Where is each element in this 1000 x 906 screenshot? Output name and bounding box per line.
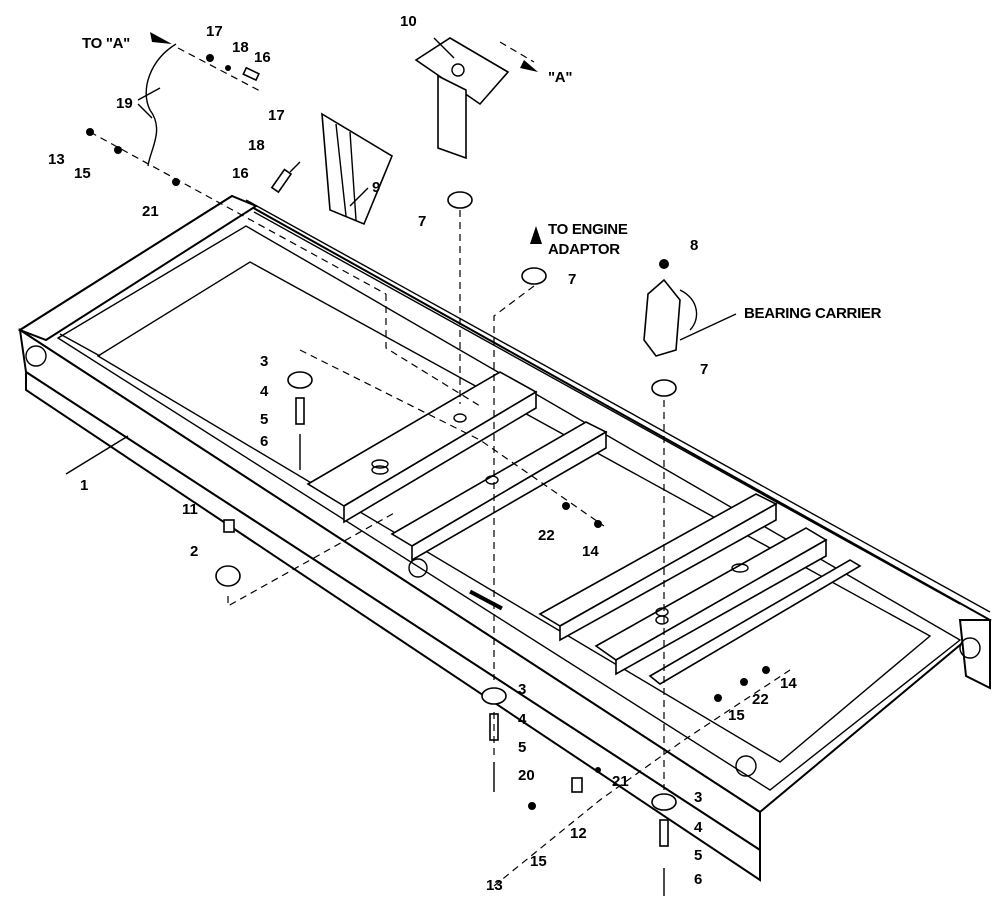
callout-18: 18 xyxy=(248,137,265,154)
callout-4: 4 xyxy=(694,819,703,836)
callout-19: 19 xyxy=(116,95,133,112)
callout-21: 21 xyxy=(142,203,159,220)
assembly-lines xyxy=(89,41,791,887)
isolators xyxy=(287,191,677,811)
callout-7: 7 xyxy=(700,361,708,378)
to-engine-label: TO ENGINE xyxy=(548,221,628,238)
callout-15: 15 xyxy=(728,707,745,724)
callout-13: 13 xyxy=(48,151,65,168)
callout-6: 6 xyxy=(260,433,268,450)
to-a-label: TO "A" xyxy=(82,35,130,52)
bearing-carrier-part xyxy=(643,278,698,357)
callout-14: 14 xyxy=(780,675,797,692)
callout-15: 15 xyxy=(530,853,547,870)
cross-members xyxy=(306,371,862,685)
callout-8: 8 xyxy=(690,237,698,254)
callout-21: 21 xyxy=(612,773,629,790)
callout-17: 17 xyxy=(268,107,285,124)
callout-14: 14 xyxy=(582,543,599,560)
callout-17: 17 xyxy=(206,23,223,40)
callout-5: 5 xyxy=(518,739,526,756)
callout-9: 9 xyxy=(372,179,380,196)
callout-5: 5 xyxy=(694,847,702,864)
callout-3: 3 xyxy=(694,789,702,806)
bearing-carrier-label: BEARING CARRIER xyxy=(744,305,882,322)
base-frame xyxy=(17,194,992,882)
callout-3: 3 xyxy=(260,353,268,370)
callout-4: 4 xyxy=(518,711,527,728)
callout-11: 11 xyxy=(182,501,198,518)
channel-bracket xyxy=(321,112,394,226)
callout-22: 22 xyxy=(752,691,769,708)
callout-2: 2 xyxy=(190,543,198,560)
callout-4: 4 xyxy=(260,383,269,400)
callout-18: 18 xyxy=(232,39,249,56)
callout-16: 16 xyxy=(232,165,249,182)
leader-lines xyxy=(65,32,737,475)
a-reference-label: "A" xyxy=(548,69,572,86)
callout-13: 13 xyxy=(486,877,503,894)
callout-7: 7 xyxy=(568,271,576,288)
callout-15: 15 xyxy=(74,165,91,182)
callout-16: 16 xyxy=(254,49,271,66)
engine-support xyxy=(414,37,510,160)
hose xyxy=(145,43,177,167)
adaptor-label: ADAPTOR xyxy=(548,241,620,258)
callout-5: 5 xyxy=(260,411,268,428)
callout-7: 7 xyxy=(418,213,426,230)
callout-12: 12 xyxy=(570,825,587,842)
callout-10: 10 xyxy=(400,13,417,30)
callout-22: 22 xyxy=(538,527,555,544)
callout-20: 20 xyxy=(518,767,535,784)
callout-3: 3 xyxy=(518,681,526,698)
callout-1: 1 xyxy=(80,477,88,494)
callout-6: 6 xyxy=(694,871,702,888)
